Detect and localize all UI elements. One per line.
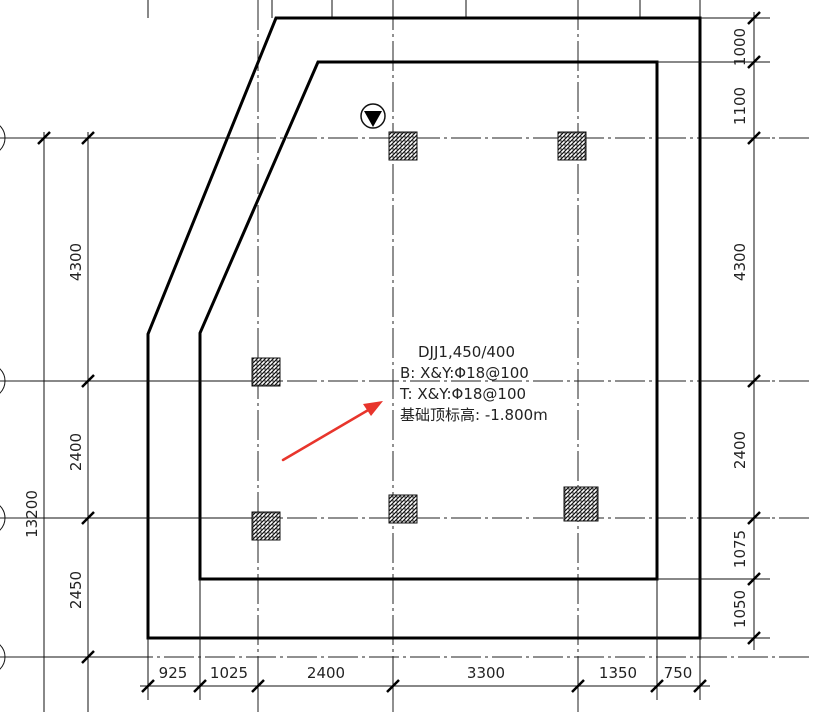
dim-right-4300: 4300 <box>731 243 749 281</box>
annotation-line-3: T: X&Y:Φ18@100 <box>399 385 526 403</box>
pile <box>563 486 599 522</box>
dim-right-1000: 1000 <box>731 28 749 66</box>
pile <box>388 494 418 524</box>
annotation-line-1: DJJ1,450/400 <box>418 343 515 361</box>
pile <box>251 357 281 387</box>
bottom-dimension-lines <box>140 579 710 700</box>
dim-left-2400: 2400 <box>67 433 85 471</box>
dim-bottom-3300: 3300 <box>467 664 505 682</box>
red-arrow <box>281 401 383 462</box>
annotation-line-2: B: X&Y:Φ18@100 <box>400 364 529 382</box>
pile <box>388 131 418 161</box>
right-dimension-lines <box>657 11 770 650</box>
piles <box>251 131 599 541</box>
dim-bottom-2400: 2400 <box>307 664 345 682</box>
foundation-inner-outline <box>198 60 659 581</box>
triangle-down-circle-icon <box>360 103 386 129</box>
axis-bubbles <box>0 125 6 670</box>
pile <box>251 511 281 541</box>
top-edge-lines <box>147 0 701 18</box>
annotation-line-4: 基础顶标高: -1.800m <box>400 406 548 424</box>
dim-right-1100: 1100 <box>731 87 749 125</box>
dim-bottom-1025: 1025 <box>210 664 248 682</box>
dim-bottom-750: 750 <box>664 664 693 682</box>
dim-bottom-1350: 1350 <box>599 664 637 682</box>
dim-left-total: 13200 <box>23 490 41 538</box>
dim-left-4300: 4300 <box>67 243 85 281</box>
dim-right-1050: 1050 <box>731 590 749 628</box>
left-dimension-lines <box>30 131 260 712</box>
dim-right-2400: 2400 <box>731 431 749 469</box>
foundation-annotation: DJJ1,450/400 B: X&Y:Φ18@100 T: X&Y:Φ18@1… <box>399 343 548 424</box>
dim-left-2450: 2450 <box>67 571 85 609</box>
pile <box>557 131 587 161</box>
dim-right-1075: 1075 <box>731 530 749 568</box>
dim-bottom-925: 925 <box>159 664 188 682</box>
foundation-outer-outline <box>146 16 702 640</box>
